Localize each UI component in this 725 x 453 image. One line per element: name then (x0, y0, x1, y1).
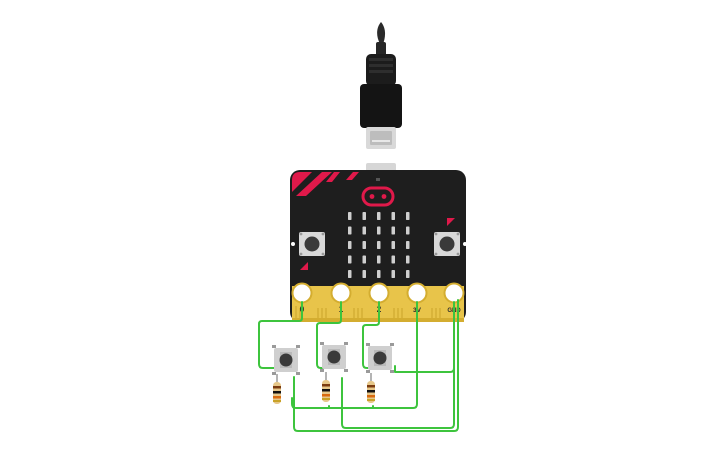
pushbutton-2[interactable] (320, 342, 348, 372)
pushbutton-1[interactable] (272, 345, 300, 375)
wire-pin0-button1[interactable] (258, 301, 303, 369)
board-accent-decoration (292, 172, 359, 196)
pin-0[interactable] (291, 282, 313, 304)
led-4-0 (348, 270, 352, 278)
button-b-dot (463, 242, 467, 246)
wire-3v-bus[interactable] (291, 301, 418, 409)
led-4-2 (377, 270, 381, 278)
led-1-2 (377, 226, 381, 235)
edge-connector-teeth (295, 306, 441, 318)
led-0-1 (362, 212, 366, 220)
led-4-4 (406, 270, 410, 278)
wire-pin2-button3[interactable] (362, 301, 380, 369)
led-4-1 (362, 270, 366, 278)
button-a-marker-icon (300, 262, 308, 270)
led-1-3 (391, 226, 395, 235)
led-4-3 (391, 270, 395, 278)
led-0-4 (406, 212, 410, 220)
led-0-2 (377, 212, 381, 220)
wire-gnd-button1[interactable] (293, 299, 459, 432)
pushbutton-3[interactable] (366, 343, 394, 373)
pin-3v[interactable] (406, 282, 428, 304)
pin-1[interactable] (330, 282, 352, 304)
led-2-0 (348, 241, 352, 249)
led-2-3 (391, 241, 395, 249)
led-2-4 (406, 241, 410, 249)
resistor-1[interactable] (273, 374, 281, 404)
wire-gnd-bus[interactable] (341, 367, 455, 429)
wire-pin1-button2[interactable] (316, 301, 342, 369)
resistor-2[interactable] (322, 372, 330, 402)
led-3-2 (377, 255, 381, 264)
led-2-2 (377, 241, 381, 249)
led-0-0 (348, 212, 352, 220)
button-b-marker-icon (447, 218, 455, 226)
button-b[interactable] (434, 232, 460, 256)
led-0-3 (391, 212, 395, 220)
button-a-dot (291, 242, 295, 246)
usb-cable[interactable] (360, 22, 402, 149)
led-matrix (348, 212, 410, 278)
led-1-1 (362, 226, 366, 235)
led-1-0 (348, 226, 352, 235)
led-1-4 (406, 226, 410, 235)
pin-2[interactable] (368, 282, 390, 304)
microbit-board: 0 1 2 3V GND (290, 170, 467, 322)
led-3-4 (406, 255, 410, 264)
led-2-1 (362, 241, 366, 249)
resistor-3[interactable] (367, 373, 375, 403)
pin-gnd[interactable] (443, 282, 465, 304)
wires (258, 299, 459, 432)
button-a[interactable] (299, 232, 325, 256)
led-3-0 (348, 255, 352, 264)
led-3-1 (362, 255, 366, 264)
led-3-3 (391, 255, 395, 264)
microbit-logo (361, 178, 395, 207)
